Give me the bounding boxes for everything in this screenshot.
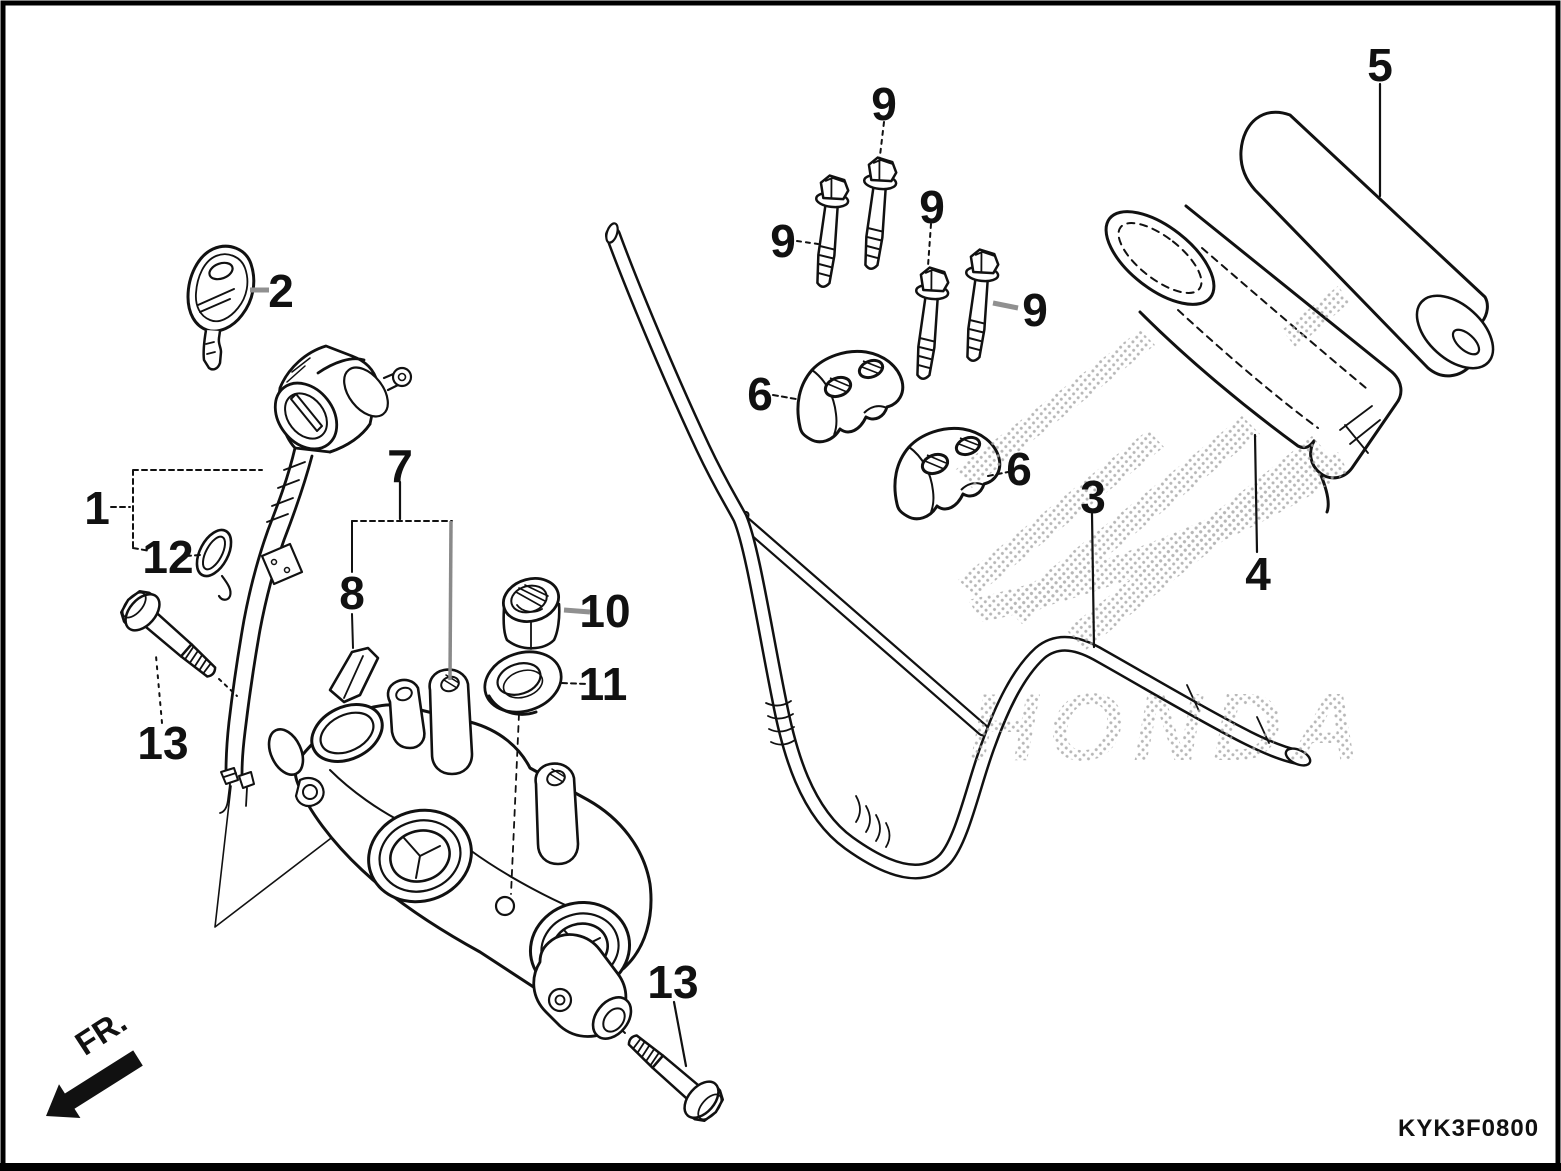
callout-labels: 1 2 3 4 5 6 6 7 8 9 9 9 9 10 11 12 13 13 bbox=[84, 39, 1393, 1008]
callout-9a: 9 bbox=[871, 78, 897, 130]
callout-11: 11 bbox=[579, 658, 628, 710]
callout-1: 1 bbox=[84, 482, 110, 534]
drawing-code: KYK3F0800 bbox=[1398, 1115, 1539, 1142]
clip-drawing bbox=[195, 528, 233, 601]
callout-13a: 13 bbox=[137, 717, 188, 769]
callout-12: 12 bbox=[142, 531, 193, 583]
callout-7: 7 bbox=[387, 440, 413, 492]
callout-9d: 9 bbox=[1022, 284, 1048, 336]
callout-13b: 13 bbox=[647, 956, 698, 1008]
callout-5: 5 bbox=[1367, 39, 1393, 91]
callout-4: 4 bbox=[1245, 548, 1271, 600]
flange-bolt-bottom-drawing bbox=[607, 1016, 731, 1130]
grip-drawing bbox=[1239, 110, 1495, 378]
key-drawing bbox=[186, 244, 256, 371]
fr-arrow-icon bbox=[46, 1050, 143, 1118]
washer-drawing bbox=[483, 650, 563, 895]
wedge-drawing bbox=[328, 646, 380, 704]
page-border-bottom bbox=[0, 1163, 1561, 1171]
socket-bolts-drawing bbox=[805, 155, 1002, 382]
callout-6a: 6 bbox=[747, 368, 773, 420]
callout-2: 2 bbox=[268, 265, 294, 317]
lock-set-drawing bbox=[219, 344, 413, 814]
flange-bolt-left-drawing bbox=[113, 582, 238, 697]
callout-leaders bbox=[110, 82, 1382, 1068]
callout-9b: 9 bbox=[770, 215, 796, 267]
callout-6b: 6 bbox=[1006, 443, 1032, 495]
handle-clamps-drawing bbox=[796, 349, 1002, 521]
front-direction-marker: FR. bbox=[46, 1002, 143, 1118]
callout-8: 8 bbox=[339, 567, 365, 619]
callout-3: 3 bbox=[1080, 471, 1106, 523]
callout-9c: 9 bbox=[919, 181, 945, 233]
callout-10: 10 bbox=[579, 585, 630, 637]
bridge-assembly-drawing bbox=[214, 668, 653, 1040]
nut-drawing bbox=[502, 577, 561, 650]
honda-watermark: HONDA bbox=[955, 286, 1371, 781]
handlebar-drawing bbox=[605, 222, 1312, 880]
honda-watermark-text: HONDA bbox=[969, 674, 1371, 781]
fr-label: FR. bbox=[68, 1002, 133, 1062]
